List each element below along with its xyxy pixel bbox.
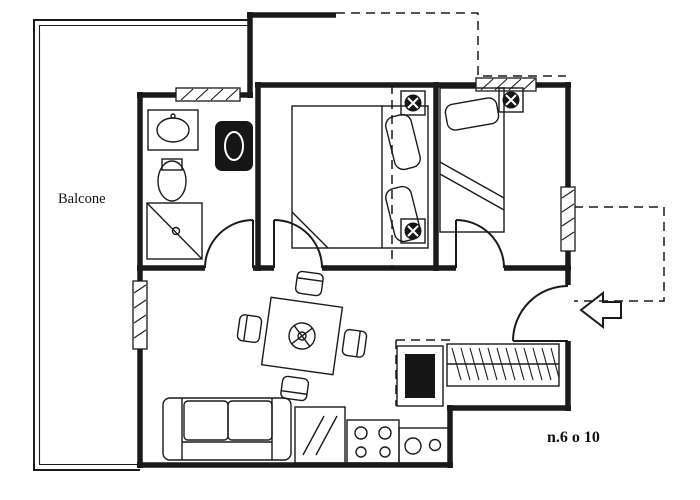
kitchen-sink-icon	[398, 427, 450, 464]
dining-chairs	[236, 270, 368, 402]
bathroom-fixtures	[146, 109, 253, 260]
balcony-door-window	[132, 280, 148, 350]
wardrobe-icon	[446, 343, 560, 387]
windows	[132, 77, 576, 350]
dining-table	[260, 296, 344, 376]
appliance-unit-icon	[294, 406, 346, 464]
dining-set	[236, 270, 368, 402]
entry-arrow-icon	[579, 290, 622, 330]
entry-door	[512, 285, 569, 342]
sofa	[162, 397, 292, 461]
kitchen-units	[294, 343, 560, 464]
window-bedroom2	[475, 77, 537, 92]
shower-icon	[146, 202, 203, 260]
window-bathroom	[175, 87, 241, 102]
single-bed	[439, 87, 505, 233]
stove-icon	[346, 419, 400, 464]
unit-label: n.6 o 10	[547, 429, 600, 446]
junction-symbol-icon	[498, 87, 524, 113]
washbasin-icon	[147, 109, 199, 151]
bidet-icon	[157, 158, 187, 202]
vanity-basin-icon	[215, 121, 253, 171]
double-bed	[291, 105, 429, 249]
junction-symbol-icon	[400, 218, 426, 244]
balcony-railing	[33, 19, 252, 471]
interior-doors	[204, 219, 505, 269]
fridge-icon	[396, 345, 444, 407]
balcony-label: Balcone	[58, 191, 106, 207]
junction-symbols	[400, 87, 524, 244]
dashed-outlines	[336, 12, 665, 406]
junction-symbol-icon	[400, 90, 426, 116]
window-right	[560, 186, 576, 252]
